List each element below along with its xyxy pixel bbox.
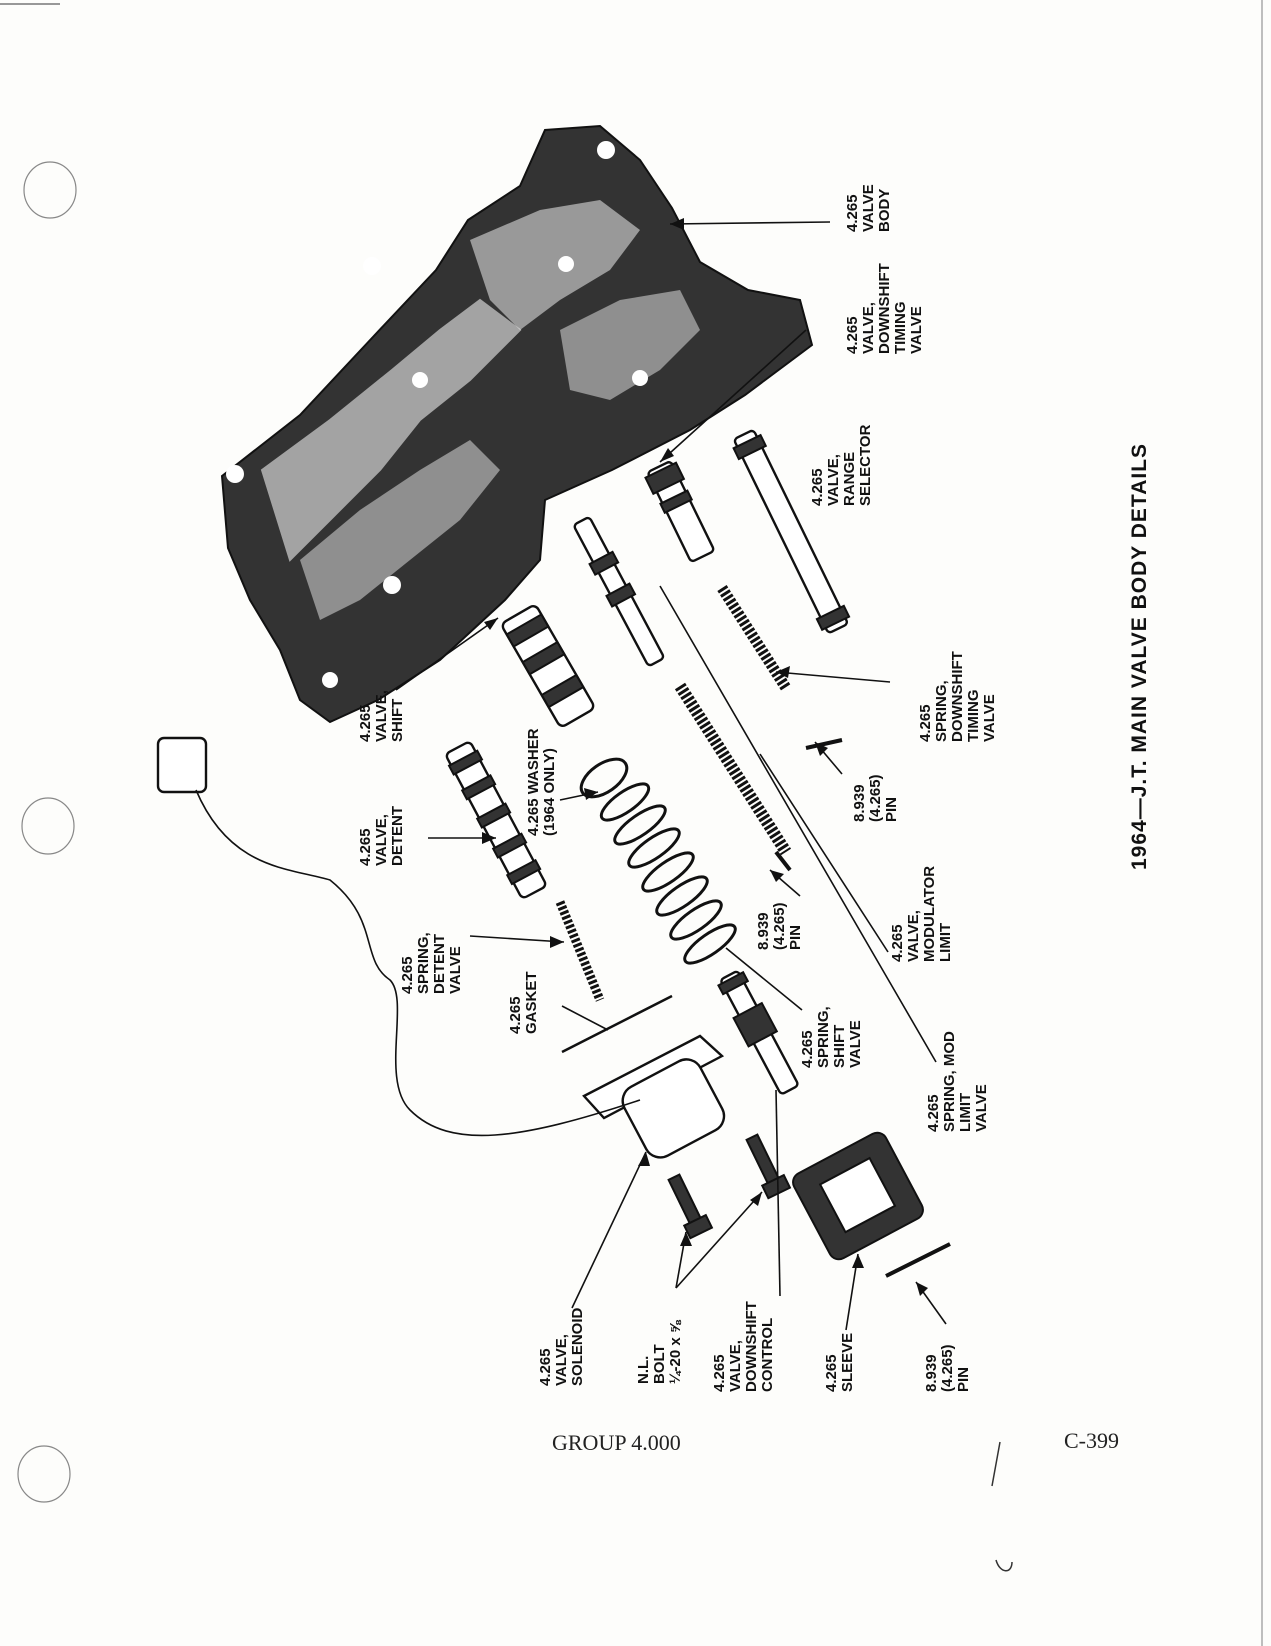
label-pin-middle: 8.939 (4.265) PIN	[755, 902, 804, 950]
valve-body-casting	[220, 124, 814, 724]
detent-spring-part	[555, 900, 605, 1002]
diagram-title: 1964—J.T. MAIN VALVE BODY DETAILS	[1128, 442, 1151, 870]
label-valve-shift: 4.265 VALVE, SHIFT	[357, 690, 406, 742]
detent-valve-part	[445, 741, 547, 899]
bolt-right-part	[745, 1133, 792, 1200]
gasket-part	[561, 994, 673, 1054]
label-spring-shift-valve: 4.265 SPRING, SHIFT VALVE	[799, 1006, 864, 1068]
solenoid-part	[156, 736, 726, 1159]
shift-valve-part	[501, 605, 595, 727]
label-valve-modulator-limit: 4.265 VALVE, MODULATOR LIMIT	[889, 865, 954, 962]
bolt-left-part	[667, 1173, 714, 1240]
pin-lower-part	[885, 1242, 951, 1278]
downshift-control-valve-part	[717, 970, 799, 1095]
range-selector-valve-part	[732, 429, 851, 634]
label-pin-lower: 8.939 (4.265) PIN	[923, 1344, 972, 1392]
label-valve-range-selector: 4.265 VALVE, RANGE SELECTOR	[809, 424, 874, 506]
binder-hole-top	[23, 161, 77, 219]
page-number: C-399	[1064, 1428, 1119, 1453]
pin-upper-part	[805, 738, 843, 750]
downshift-timing-spring-part	[717, 585, 791, 691]
sleeve-part	[792, 1131, 924, 1261]
washer-part	[579, 757, 629, 799]
stray-pen-mark	[991, 1441, 1013, 1572]
pin-middle-part	[774, 850, 792, 872]
label-bolt: N.L. BOLT ¼-20 x ⅝	[635, 1320, 684, 1384]
label-spring-downshift-timing: 4.265 SPRING, DOWNSHIFT TIMING VALVE	[917, 651, 998, 742]
label-washer: 4.265 WASHER (1964 ONLY)	[525, 728, 558, 836]
group-number: GROUP 4.000	[552, 1430, 681, 1455]
label-valve-downshift-timing: 4.265 VALVE, DOWNSHIFT TIMING VALVE	[844, 263, 925, 354]
label-spring-detent-valve: 4.265 SPRING, DETENT VALVE	[399, 932, 464, 994]
binder-hole-middle	[21, 797, 75, 855]
downshift-timing-valve-part	[644, 461, 715, 563]
shift-spring-part	[599, 782, 737, 965]
label-gasket: 4.265 GASKET	[507, 971, 540, 1034]
label-sleeve: 4.265 SLEEVE	[823, 1332, 856, 1392]
arrowheads	[482, 218, 928, 1296]
label-valve-detent: 4.265 VALVE, DETENT	[357, 806, 406, 866]
mod-limit-spring-part	[674, 682, 792, 856]
binder-hole-bottom	[17, 1445, 71, 1503]
label-valve-body: 4.265 VALVE BODY	[844, 184, 893, 232]
modulator-limit-valve-part	[573, 516, 665, 667]
label-spring-mod-limit: 4.265 SPRING, MOD LIMIT VALVE	[925, 1031, 990, 1132]
label-valve-solenoid: 4.265 VALVE, SOLENOID	[537, 1307, 586, 1386]
label-valve-downshift-control: 4.265 VALVE, DOWNSHIFT CONTROL	[711, 1301, 776, 1392]
label-pin-upper: 8.939 (4.265) PIN	[851, 774, 900, 822]
